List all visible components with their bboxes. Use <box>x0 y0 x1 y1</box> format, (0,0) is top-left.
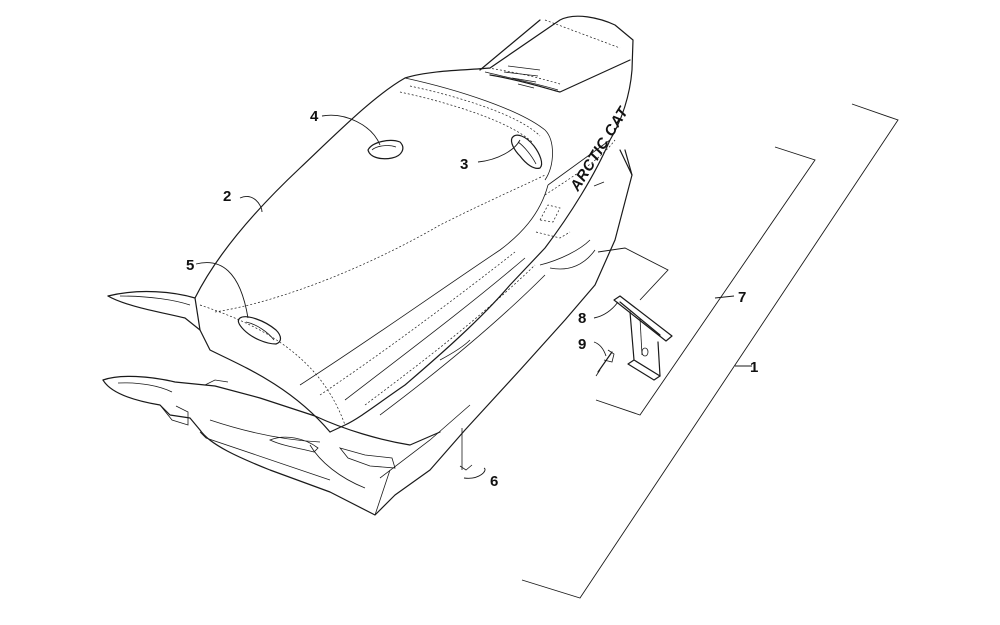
callout-leaders <box>195 114 752 479</box>
callout-labels: 4 3 2 5 6 8 9 7 1 <box>186 108 758 490</box>
screw-part-9 <box>595 349 615 377</box>
callout-7: 7 <box>738 289 746 306</box>
callout-5: 5 <box>186 257 194 274</box>
badge-part-5 <box>237 316 282 345</box>
brand-logo-text: ARCTIC CAT <box>566 103 632 195</box>
callout-1: 1 <box>750 359 758 376</box>
badge-part-4 <box>367 139 404 160</box>
group-bracket-part-7 <box>595 146 816 416</box>
tail-logo-patch <box>503 65 541 89</box>
bracket-part-8 <box>613 295 673 381</box>
callout-6: 6 <box>490 473 498 490</box>
callout-3: 3 <box>460 156 468 173</box>
callout-2: 2 <box>223 188 231 205</box>
badge-part-3 <box>510 134 543 169</box>
group-bracket-part-1 <box>521 103 899 599</box>
callout-9: 9 <box>578 336 586 353</box>
callout-8: 8 <box>578 310 586 327</box>
seat-base-part-6 <box>102 149 633 516</box>
callout-4: 4 <box>310 108 319 125</box>
seat-cushion-part-2: ARCTIC CAT <box>107 15 634 433</box>
